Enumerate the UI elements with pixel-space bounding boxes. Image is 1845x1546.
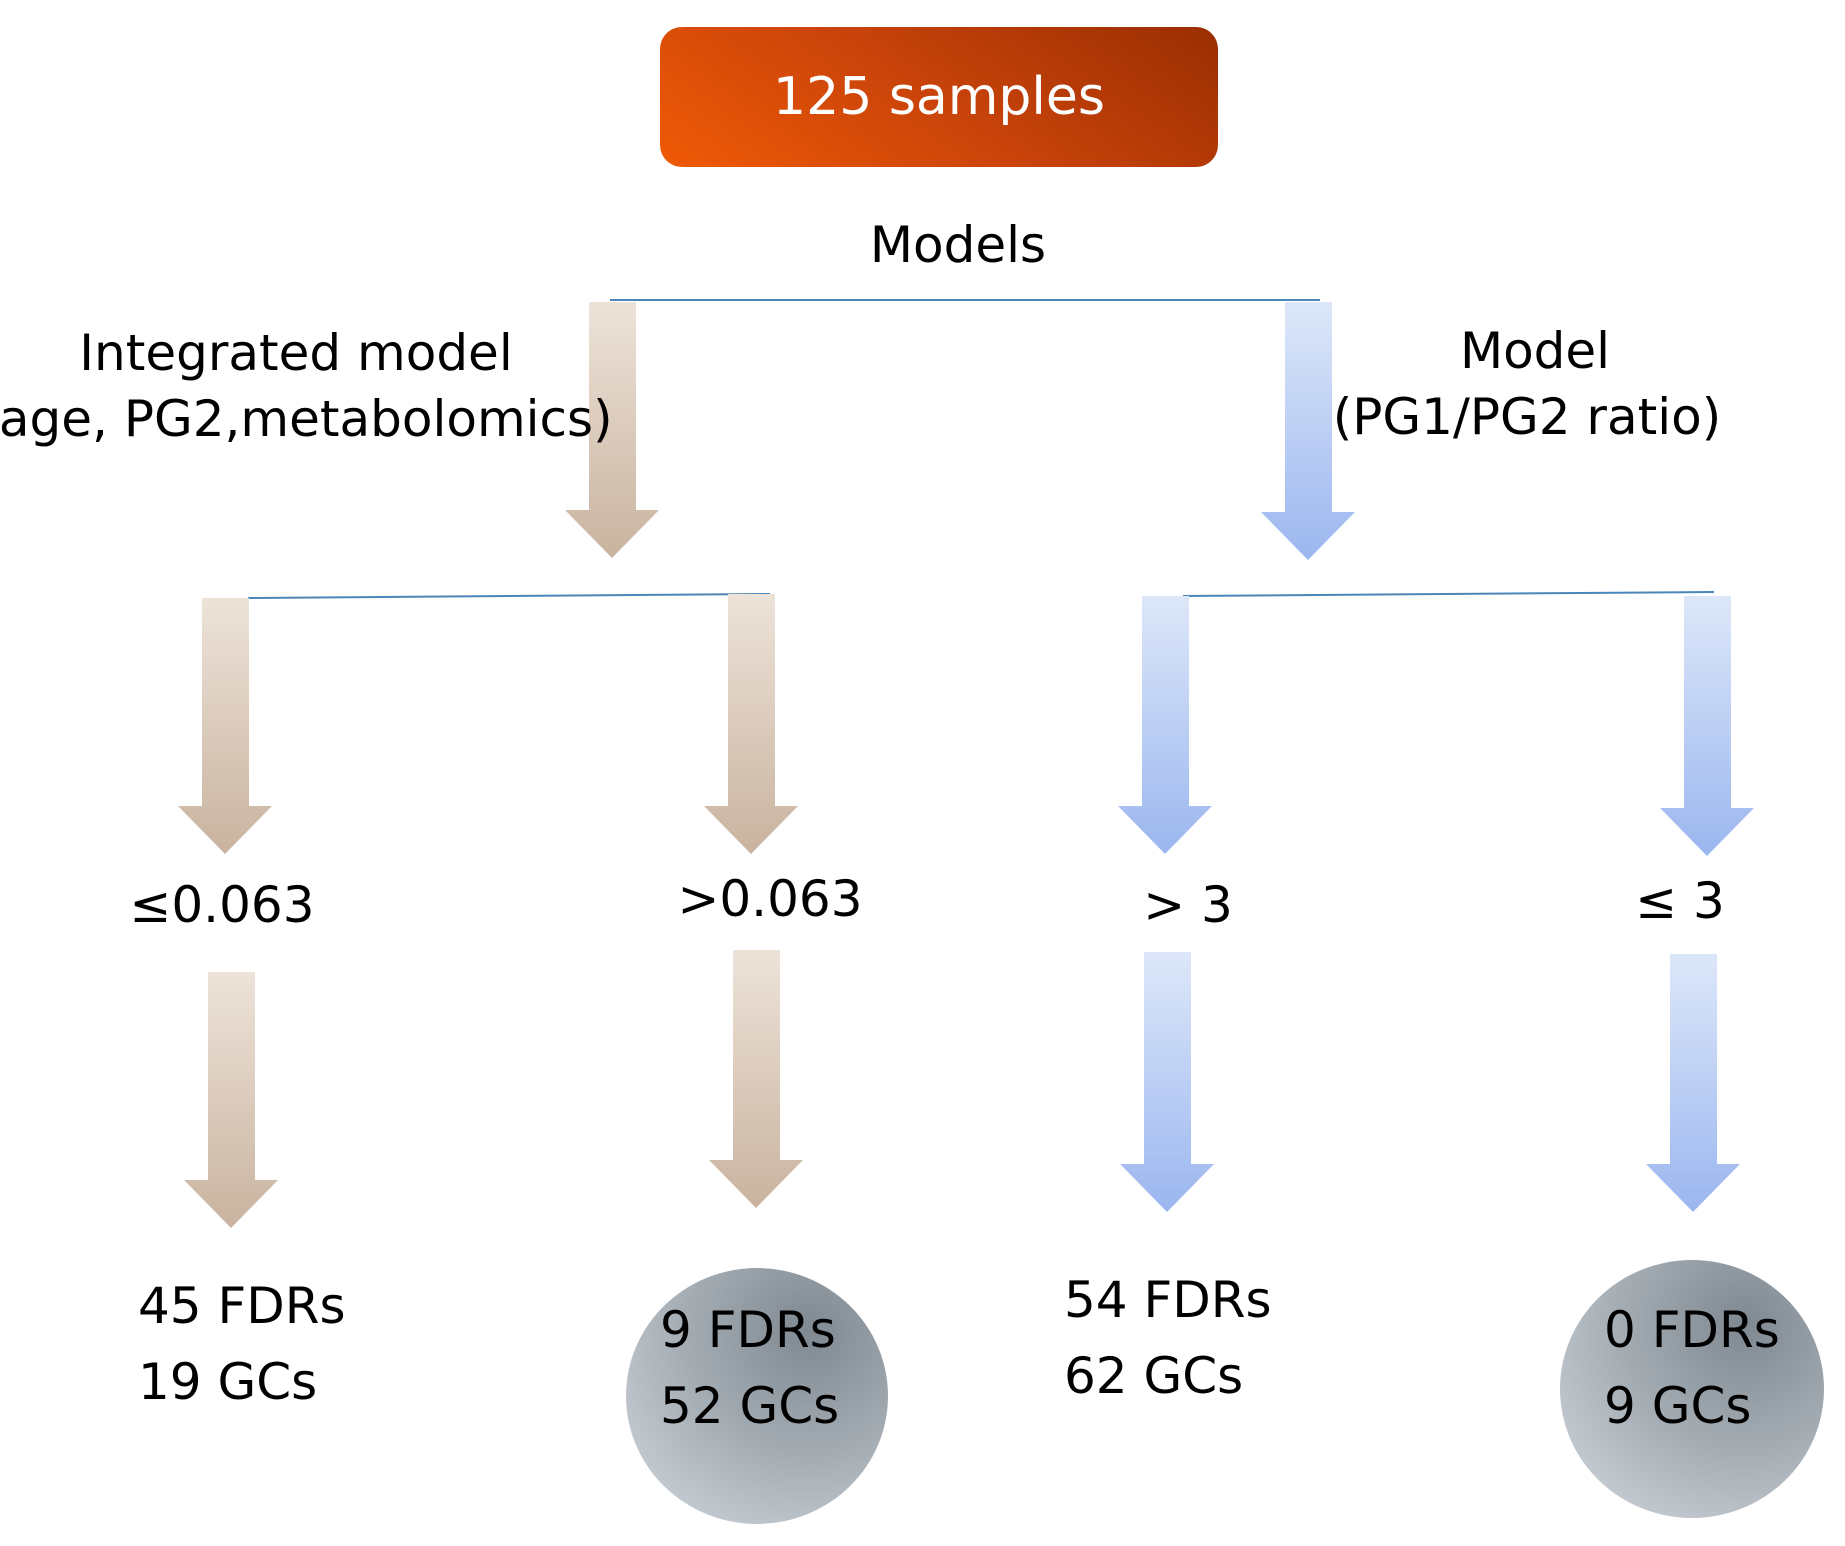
arrow-down-icon: [184, 972, 278, 1228]
result-gcs: 62 GCs: [1064, 1347, 1244, 1405]
result-fdrs: 54 FDRs: [1064, 1271, 1272, 1329]
connector-line-integrated: [247, 593, 771, 599]
result-ratio-low: 0 FDRs 9 GCs: [1604, 1292, 1780, 1444]
result-bubble-integrated-high: [626, 1268, 888, 1524]
arrow-down-icon: [1120, 952, 1214, 1212]
result-gcs: 9 GCs: [1604, 1377, 1752, 1435]
result-bubble-ratio-low: [1560, 1260, 1824, 1518]
arrow-down-icon: [565, 302, 659, 558]
branch-title-integrated-line2: (age, PG2,metabolomics): [0, 390, 613, 448]
arrow-down-icon: [1261, 302, 1355, 560]
arrow-down-icon: [709, 950, 803, 1208]
result-integrated-low: 45 FDRs 19 GCs: [138, 1268, 346, 1420]
arrow-down-icon: [704, 594, 798, 854]
result-gcs: 52 GCs: [660, 1377, 840, 1435]
threshold-integrated-low: ≤0.063: [129, 876, 315, 934]
models-title: Models: [869, 216, 1047, 274]
root-node: 125 samples: [660, 27, 1218, 167]
connector-line-ratio: [1182, 591, 1715, 597]
threshold-ratio-high: > 3: [1143, 876, 1233, 934]
threshold-integrated-high: >0.063: [677, 870, 863, 928]
result-gcs: 19 GCs: [138, 1353, 318, 1411]
arrow-down-icon: [1118, 596, 1212, 854]
arrow-down-icon: [1646, 954, 1740, 1212]
result-fdrs: 9 FDRs: [660, 1301, 836, 1359]
result-fdrs: 0 FDRs: [1604, 1301, 1780, 1359]
branch-title-integrated-line1: Integrated model: [79, 324, 513, 382]
threshold-ratio-low: ≤ 3: [1635, 872, 1725, 930]
branch-title-ratio-line2: (PG1/PG2 ratio): [1332, 388, 1722, 446]
root-label: 125 samples: [773, 67, 1105, 127]
arrow-down-icon: [1660, 596, 1754, 856]
result-ratio-high: 54 FDRs 62 GCs: [1064, 1262, 1272, 1414]
result-integrated-high: 9 FDRs 52 GCs: [660, 1292, 839, 1444]
arrow-down-icon: [178, 598, 272, 854]
branch-title-ratio-line1: Model: [1459, 322, 1611, 380]
result-fdrs: 45 FDRs: [138, 1277, 346, 1335]
